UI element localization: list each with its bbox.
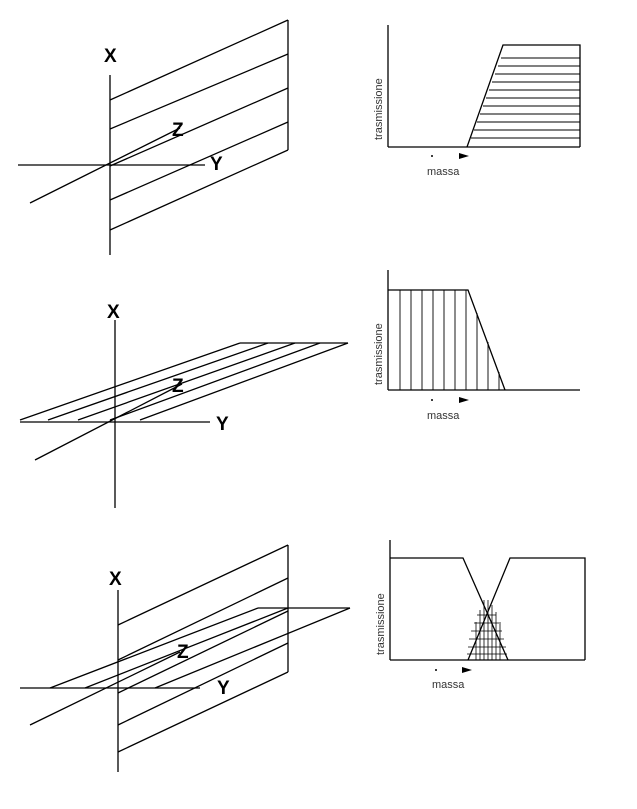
- highpass-curve: [466, 44, 581, 148]
- horizontal-plane: [49, 607, 351, 689]
- panel-1-transmission-plot: trasmissione massa: [373, 25, 581, 178]
- arrow-icon: [462, 667, 472, 673]
- highpass-hatching: [471, 57, 580, 139]
- z-axis-label: Z: [177, 642, 189, 663]
- panel-3-axes-diagram: X Z Y: [20, 544, 351, 772]
- plot-ylabel: trasmissione: [375, 593, 387, 655]
- x-axis-label: X: [109, 569, 122, 590]
- z-axis-label: Z: [172, 376, 184, 397]
- z-axis-label: Z: [172, 120, 184, 141]
- y-axis-label: Y: [216, 414, 229, 435]
- origin-dot: [431, 155, 433, 157]
- z-axis-line: [34, 383, 183, 461]
- arrow-icon: [459, 153, 469, 159]
- plot-xlabel: massa: [427, 166, 460, 178]
- origin-dot: [431, 399, 433, 401]
- horizontal-plane: [19, 342, 349, 421]
- plot-xlabel: massa: [432, 679, 465, 691]
- lowpass-curve: [390, 557, 509, 661]
- plot-ylabel: trasmissione: [373, 78, 385, 140]
- highpass-curve: [467, 557, 586, 661]
- panel-3-transmission-plot: trasmissione massa: [375, 540, 586, 691]
- panel-1-axes-diagram: X Z Y: [18, 19, 289, 255]
- z-axis-line: [29, 651, 181, 726]
- panel-2-axes-diagram: X Z Y: [19, 302, 349, 508]
- plot-ylabel: trasmissione: [373, 323, 385, 385]
- x-axis-label: X: [107, 302, 120, 323]
- vertical-plane: [109, 19, 289, 231]
- origin-dot: [435, 669, 437, 671]
- z-axis-line: [29, 127, 181, 204]
- y-axis-label: Y: [210, 154, 223, 175]
- x-axis-label: X: [104, 46, 117, 67]
- panel-2-transmission-plot: trasmissione massa: [373, 270, 580, 422]
- lowpass-hatching: [399, 290, 500, 390]
- vertical-plane: [117, 544, 289, 753]
- plot-xlabel: massa: [427, 410, 460, 422]
- overlap-crosshatch: [467, 600, 507, 660]
- y-axis-label: Y: [217, 678, 230, 699]
- arrow-icon: [459, 397, 469, 403]
- lowpass-curve: [388, 289, 506, 391]
